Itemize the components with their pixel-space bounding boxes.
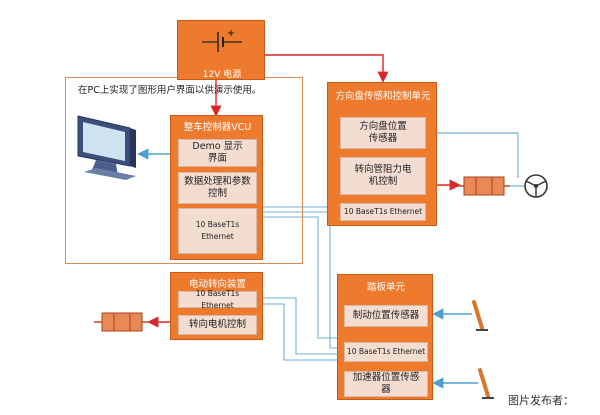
- steering-item-label: 转向管阻力电 机控制: [354, 164, 412, 187]
- eps-motor-control: 转向电机控制: [178, 315, 257, 335]
- steering-wheel-icon: [524, 174, 548, 198]
- eps-ethernet: 10 BaseT1s Ethernet: [178, 289, 257, 310]
- steering-position-sensor: 方向盘位置 传感器: [340, 117, 426, 149]
- steering-motor-icon: [458, 176, 510, 196]
- steering-item-label: 10 BaseT1s Ethernet: [343, 207, 423, 216]
- eps-item-label: 10 BaseT1s Ethernet: [195, 288, 240, 310]
- accelerator-position-sensor: 加速器位置传感 器: [344, 371, 428, 397]
- power-arrow-steering: [265, 54, 389, 83]
- pedal-item-label: 10 BaseT1s Ethernet: [346, 347, 426, 356]
- power-label: 12V 电源: [202, 70, 242, 80]
- eps-title: 电动转向装置: [188, 279, 246, 290]
- brake-pedal-icon: [472, 300, 488, 331]
- vcu-item-label: 数据处理和参数 控制: [184, 176, 251, 199]
- steering-ethernet: 10 BaseT1s Ethernet: [340, 203, 426, 221]
- publisher-watermark: 图片发布者：: [508, 394, 574, 407]
- pedal-item-label: 加速器位置传感 器: [352, 372, 420, 395]
- pedal-unit-title: 踏板单元: [366, 282, 405, 293]
- steering-unit-box: 方向盘传感和控制单元 方向盘位置 传感器 转向管阻力电 机控制 10 BaseT…: [327, 82, 437, 226]
- brake-position-sensor: 制动位置传感器: [344, 305, 428, 327]
- vcu-title: 整车控制器VCU: [183, 122, 252, 133]
- eps-motor-icon: [94, 312, 148, 332]
- wheel-sensor-line: [430, 132, 519, 178]
- pedal-unit-box: 踏板单元 制动位置传感器 10 BaseT1s Ethernet 加速器位置传感…: [337, 274, 433, 400]
- battery-icon: [202, 30, 242, 52]
- steering-unit-title: 方向盘传感和控制单元: [335, 91, 431, 102]
- eps-box: 电动转向装置 10 BaseT1s Ethernet 转向电机控制: [170, 272, 263, 340]
- vcu-box: 整车控制器VCU Demo 显示 界面 数据处理和参数 控制 10 BaseT1…: [170, 115, 263, 260]
- vcu-data-processing: 数据处理和参数 控制: [178, 172, 257, 204]
- monitor-icon: [77, 115, 136, 180]
- eps-item-label: 转向电机控制: [188, 319, 246, 330]
- vcu-item-label: Demo 显示 界面: [192, 141, 243, 164]
- accelerator-pedal-icon: [478, 368, 494, 399]
- vcu-demo-display: Demo 显示 界面: [178, 139, 257, 167]
- pedal-item-label: 制动位置传感器: [352, 310, 420, 321]
- power-supply-box: 12V 电源: [177, 20, 265, 80]
- pc-panel-caption: 在PC上实现了图形用户界面以供演示使用。: [78, 85, 262, 96]
- vcu-item-label: 10 BaseT1s Ethernet: [195, 220, 240, 241]
- pedal-ethernet: 10 BaseT1s Ethernet: [344, 342, 428, 362]
- vcu-ethernet: 10 BaseT1s Ethernet: [178, 208, 257, 254]
- steering-resistance-motor-control: 转向管阻力电 机控制: [340, 157, 426, 195]
- steering-item-label: 方向盘位置 传感器: [359, 121, 407, 144]
